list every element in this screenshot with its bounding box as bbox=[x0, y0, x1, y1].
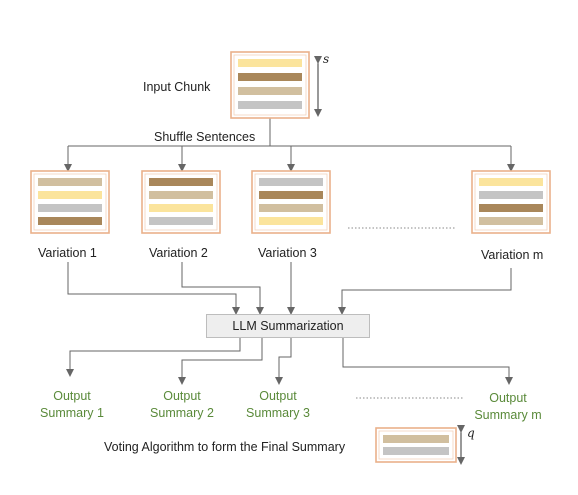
llm-summarization-label: LLM Summarization bbox=[232, 319, 344, 333]
variation-3-card-sentence-2 bbox=[259, 191, 323, 199]
variation-1-card-sentence-4 bbox=[38, 217, 102, 225]
output-summary-m-line2: Summary m bbox=[474, 408, 542, 422]
variation-2-card-sentence-1 bbox=[149, 178, 213, 186]
variation-1-card-sentence-2 bbox=[38, 191, 102, 199]
variation-3-card bbox=[251, 170, 331, 234]
variation-m-card-inner-frame bbox=[474, 173, 548, 231]
variation-2-to-llm-arrow bbox=[181, 262, 264, 315]
final-summary-card-sentence-1 bbox=[383, 435, 449, 443]
variation-2-card-sentence-2 bbox=[149, 191, 213, 199]
s-symbol: s bbox=[323, 52, 330, 66]
output-summary-1-line2: Summary 1 bbox=[40, 406, 104, 420]
final-summary-card-sentence-2 bbox=[383, 447, 449, 455]
variation-2-label: Variation 2 bbox=[149, 246, 208, 260]
variation-1-card-sentence-1 bbox=[38, 178, 102, 186]
output-summary-1: Output Summary 1 bbox=[30, 388, 114, 422]
output-summary-2-line1: Output bbox=[163, 389, 201, 403]
variation-1-to-llm-arrow bbox=[67, 262, 240, 315]
output-summary-3-line2: Summary 3 bbox=[246, 406, 310, 420]
input-chunk-card-sentence-2 bbox=[238, 73, 302, 81]
llm-to-output-2-arrow bbox=[178, 338, 263, 385]
output-summary-3-line1: Output bbox=[259, 389, 297, 403]
variation-3-card-sentence-3 bbox=[259, 204, 323, 212]
output-summary-m: Output Summary m bbox=[466, 390, 550, 424]
llm-to-output-1-arrow bbox=[66, 338, 241, 377]
final-summary-card-frame bbox=[375, 427, 457, 463]
input-chunk-card-sentence-4 bbox=[238, 101, 302, 109]
variation-1-card-sentence-3 bbox=[38, 204, 102, 212]
output-summary-2: Output Summary 2 bbox=[140, 388, 224, 422]
variation-1-label: Variation 1 bbox=[38, 246, 97, 260]
variation-m-card-sentence-3 bbox=[479, 204, 543, 212]
variation-m-to-llm-arrow bbox=[338, 268, 512, 315]
variation-2-card-sentence-4 bbox=[149, 217, 213, 225]
output-summary-3: Output Summary 3 bbox=[236, 388, 320, 422]
input-chunk-card-sentence-3 bbox=[238, 87, 302, 95]
variation-1-card bbox=[30, 170, 110, 234]
input-chunk-label: Input Chunk bbox=[143, 80, 211, 94]
shuffle-label: Shuffle Sentences bbox=[154, 130, 256, 144]
variation-3-card-inner-frame bbox=[254, 173, 328, 231]
variation-3-card-sentence-1 bbox=[259, 178, 323, 186]
output-summary-m-line1: Output bbox=[489, 391, 527, 405]
final-summary-card-inner-frame bbox=[378, 430, 454, 460]
variation-m-card-sentence-2 bbox=[479, 191, 543, 199]
llm-to-output-3-arrow bbox=[275, 338, 292, 385]
variation-1-card-inner-frame bbox=[33, 173, 107, 231]
connectors bbox=[64, 56, 515, 465]
voting-label: Voting Algorithm to form the Final Summa… bbox=[104, 440, 346, 454]
variation-m-card-sentence-4 bbox=[479, 217, 543, 225]
input-chunk-card bbox=[230, 51, 310, 119]
variation-m-card-sentence-1 bbox=[479, 178, 543, 186]
input-chunk-card-inner-frame bbox=[233, 54, 307, 116]
variation-2-card bbox=[141, 170, 221, 234]
variation-3-label: Variation 3 bbox=[258, 246, 317, 260]
q-symbol: q bbox=[467, 426, 475, 440]
llm-to-output-m-arrow bbox=[342, 338, 513, 385]
variation-2-card-inner-frame bbox=[144, 173, 218, 231]
input-chunk-card-sentence-1 bbox=[238, 59, 302, 67]
final-summary-card bbox=[375, 427, 457, 463]
llm-summarization-box: LLM Summarization bbox=[206, 314, 370, 338]
variation-m-label: Variation m bbox=[481, 248, 544, 262]
variation-2-card-sentence-3 bbox=[149, 204, 213, 212]
variation-3-card-sentence-4 bbox=[259, 217, 323, 225]
variation-m-card bbox=[471, 170, 551, 234]
output-summary-1-line1: Output bbox=[53, 389, 91, 403]
cards bbox=[30, 51, 551, 463]
output-summary-2-line2: Summary 2 bbox=[150, 406, 214, 420]
